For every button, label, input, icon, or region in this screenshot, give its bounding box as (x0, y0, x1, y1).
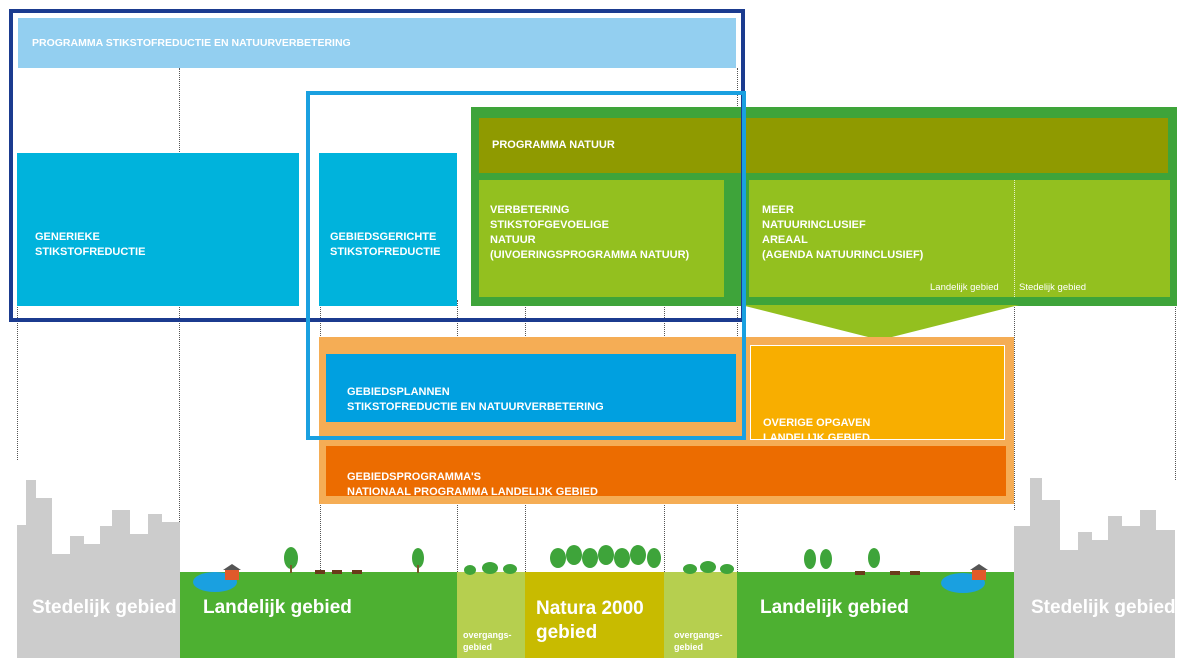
programma-natuur-label: PROGRAMMA NATUUR (492, 139, 615, 151)
generieke-box: GENERIEKE STIKSTOFREDUCTIE (17, 153, 299, 306)
programma-natuur-bar: PROGRAMMA NATUUR (479, 118, 1168, 173)
meer-natuur-divider (1014, 180, 1015, 297)
stedelijk-gebied-left-label: Stedelijk gebied (32, 597, 177, 618)
landscape (17, 478, 1175, 658)
guide-line (737, 68, 738, 588)
verbetering-label: VERBETERING STIKSTOFGEVOELIGE NATUUR (UI… (490, 204, 690, 261)
natura-2000-label: Natura 2000 gebied (536, 598, 644, 643)
farm-left (193, 564, 241, 592)
gebiedsplannen-box: GEBIEDSPLANNEN STIKSTOFREDUCTIE EN NATUU… (326, 354, 736, 422)
meer-natuur-box: MEER NATUURINCLUSIEF AREAAL (AGENDA NATU… (749, 180, 1170, 297)
sub-stedelijk-label: Stedelijk gebied (1019, 282, 1087, 293)
funnel-arrow (741, 305, 1019, 340)
guide-line (17, 300, 18, 460)
gebiedsprogrammas-label: GEBIEDSPROGRAMMA'S NATIONAAL PROGRAMMA L… (347, 471, 598, 498)
overgangsgebied-right-label: overgangs- gebied (674, 630, 723, 652)
guide-line (1014, 180, 1015, 510)
generieke-label: GENERIEKE STIKSTOFREDUCTIE (35, 231, 146, 258)
gebiedsgerichte-box: GEBIEDSGERICHTE STIKSTOFREDUCTIE (319, 153, 457, 306)
landelijk-gebied-right-label: Landelijk gebied (760, 597, 909, 618)
verbetering-box: VERBETERING STIKSTOFGEVOELIGE NATUUR (UI… (479, 180, 724, 297)
farm-right (941, 564, 988, 593)
meer-natuur-label: MEER NATUURINCLUSIEF AREAAL (AGENDA NATU… (762, 204, 924, 261)
blue-frame (306, 91, 746, 440)
stedelijk-gebied-right-label: Stedelijk gebied (1031, 597, 1176, 618)
overgangsgebied-left-label: overgangs- gebied (463, 630, 512, 652)
gebiedsplannen-label: GEBIEDSPLANNEN STIKSTOFREDUCTIE EN NATUU… (347, 386, 604, 413)
guide-line (1175, 300, 1176, 480)
programma-stikstof-label: PROGRAMMA STIKSTOFREDUCTIE EN NATUURVERB… (32, 37, 351, 49)
gebiedsprogrammas-box: GEBIEDSPROGRAMMA'S NATIONAAL PROGRAMMA L… (326, 446, 1006, 498)
gebiedsgerichte-label: GEBIEDSGERICHTE STIKSTOFREDUCTIE (330, 231, 441, 258)
programma-stikstof-bar: PROGRAMMA STIKSTOFREDUCTIE EN NATUURVERB… (18, 18, 736, 68)
overige-box: OVERIGE OPGAVEN LANDELIJK GEBIED (750, 345, 1005, 444)
landelijk-gebied-left-label: Landelijk gebied (203, 597, 352, 618)
sub-landelijk-label: Landelijk gebied (930, 282, 999, 293)
